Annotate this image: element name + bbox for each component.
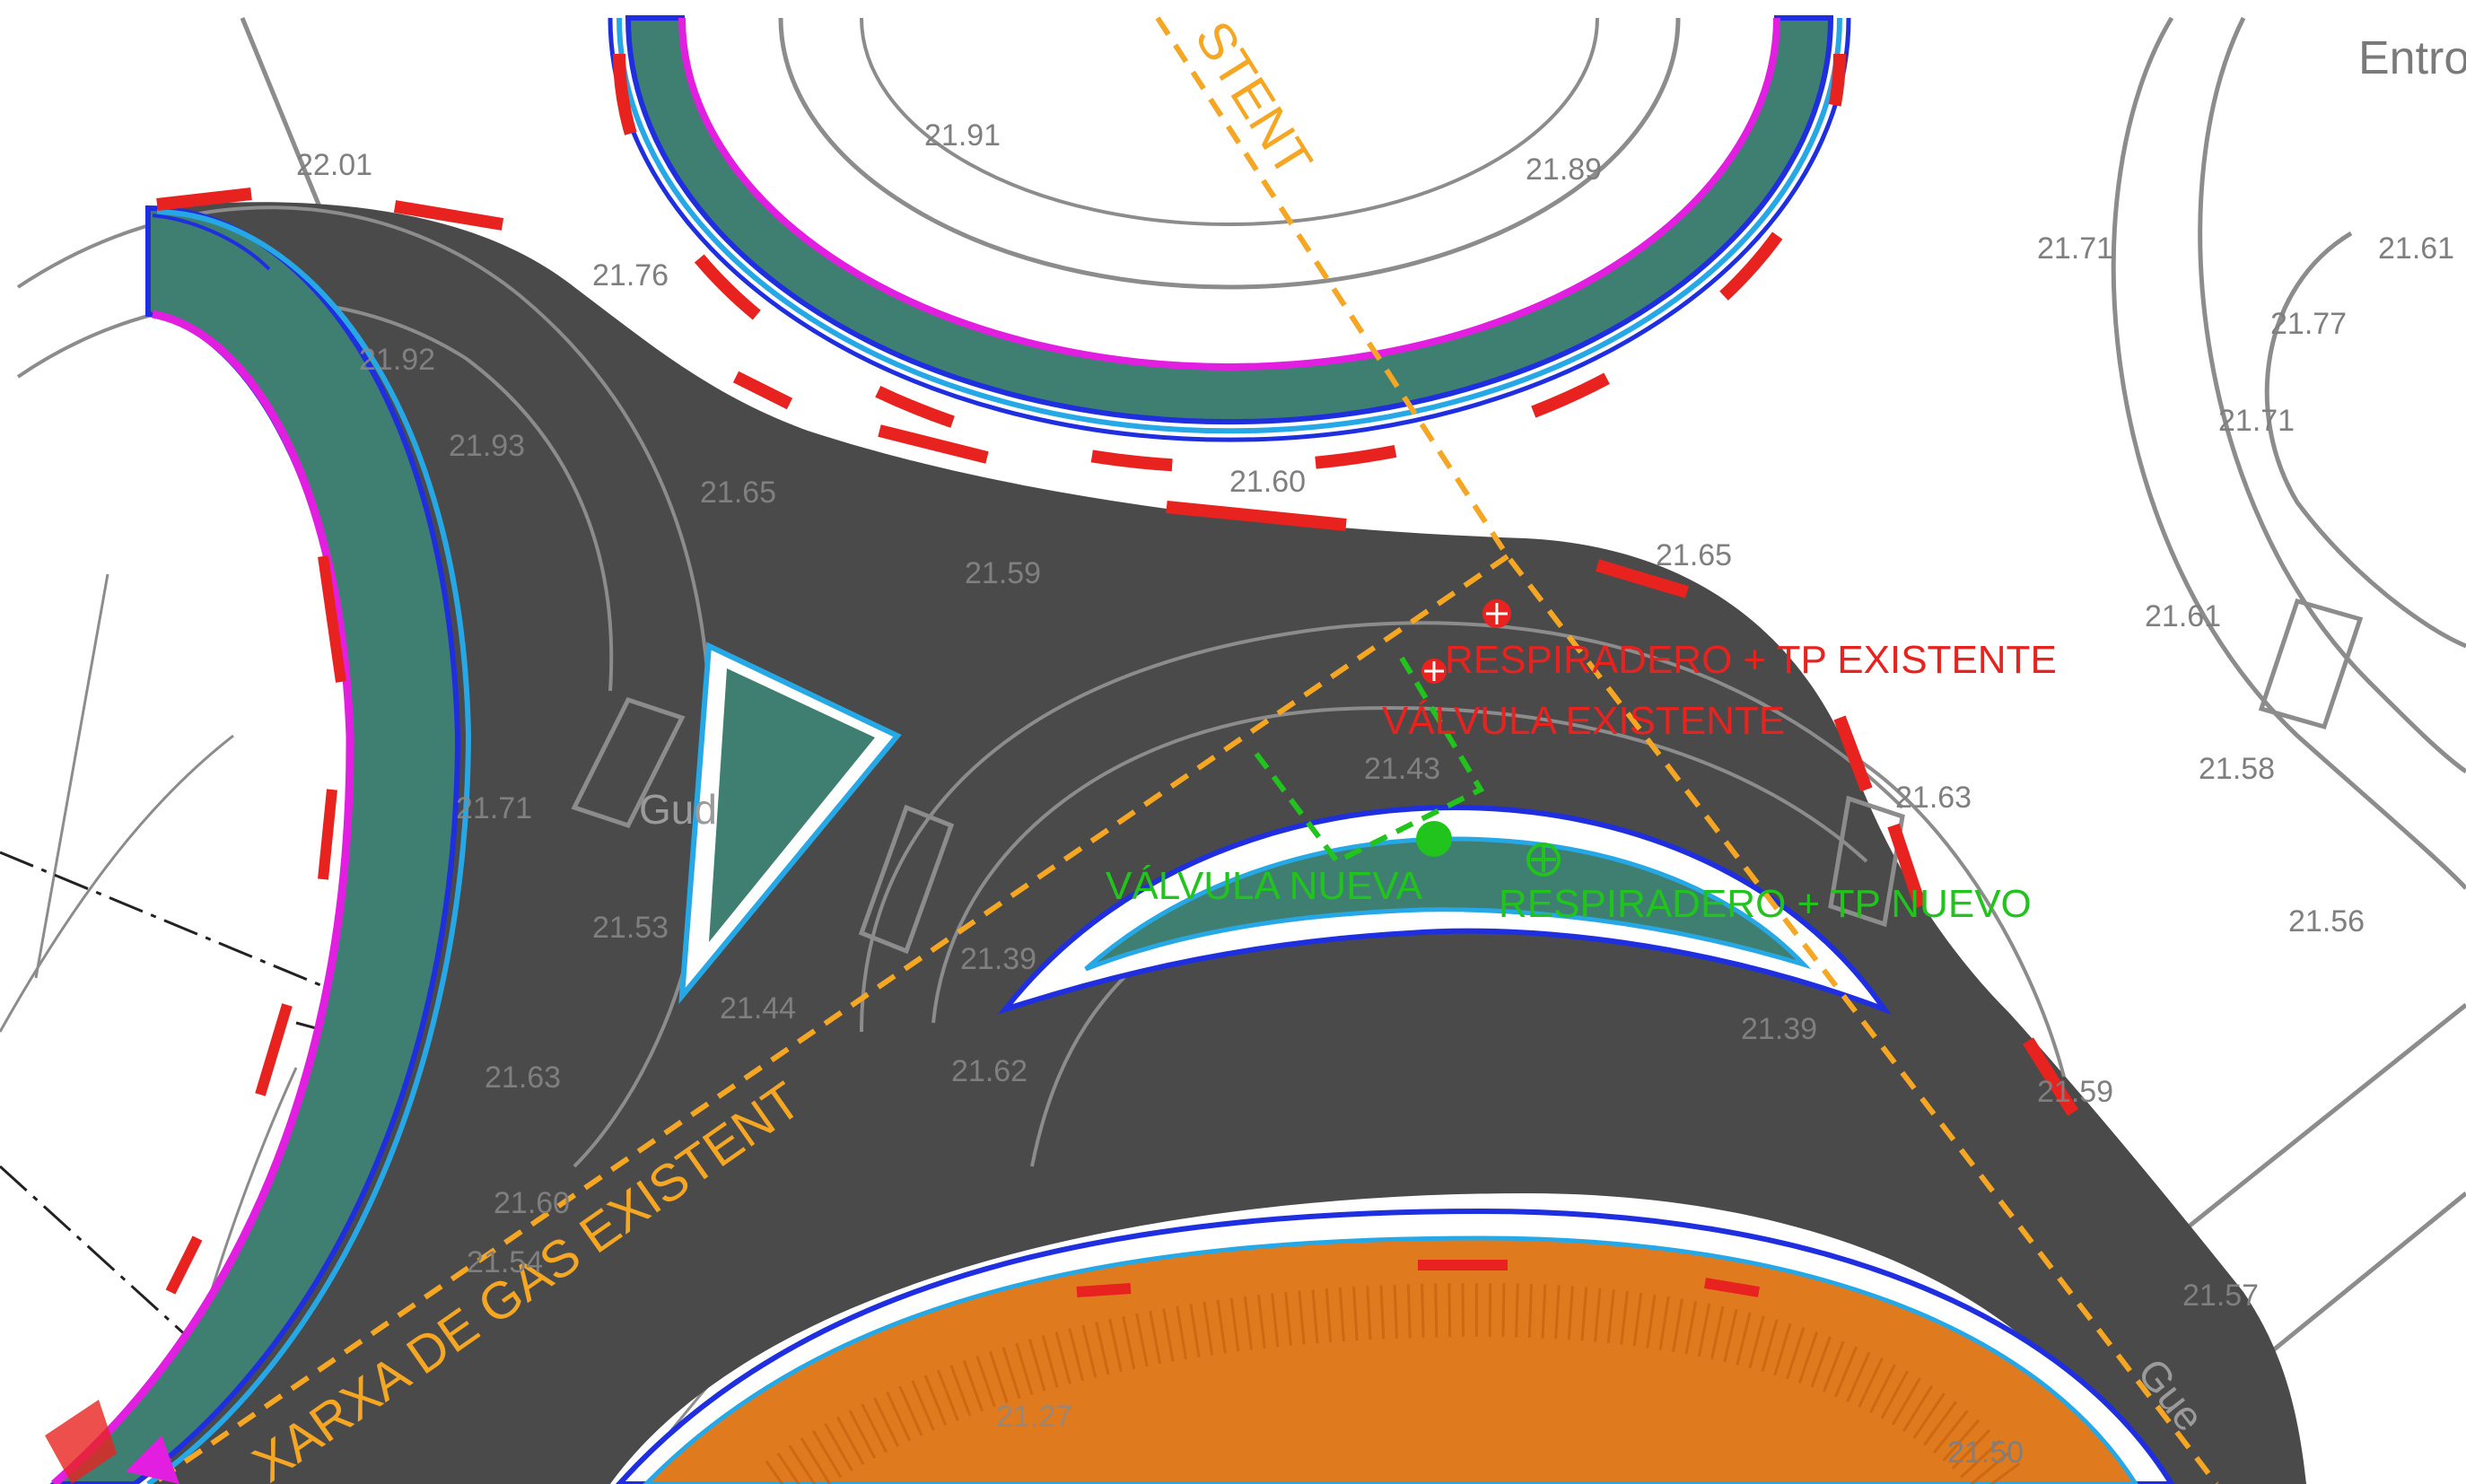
elevation-label: 21.44: [720, 991, 796, 1026]
lane-arrows: [571, 598, 2364, 955]
left-island: [49, 188, 2078, 1484]
elevation-label: 21.63: [485, 1061, 561, 1095]
elevation-label: 21.71: [456, 791, 532, 825]
elevation-label: 21.77: [2270, 307, 2347, 341]
existing-vent-marker: [1482, 599, 1511, 628]
elevation-label: 21.57: [2182, 1279, 2259, 1313]
elevation-label: 21.58: [2199, 752, 2275, 786]
elevation-label: 21.61: [2145, 599, 2221, 633]
street-label-gud: Gud: [639, 786, 717, 833]
new-valve-label: VÁLVULA NUEVA: [1106, 864, 1423, 908]
existing-valve-label: VÁLVULA EXISTENTE: [1382, 699, 1785, 743]
elevation-label: 21.39: [1741, 1012, 1817, 1046]
elevation-label: 21.60: [494, 1186, 570, 1220]
elevation-label: 22.01: [296, 148, 372, 182]
elevation-label: 21.50: [1947, 1436, 2024, 1470]
new-vent-marker: [1526, 842, 1561, 877]
road-asphalt: [148, 202, 2306, 1484]
new-gas-connection: [1254, 653, 1485, 865]
elevation-label: 21.63: [1895, 781, 1972, 815]
new-valve-marker: [1416, 821, 1452, 857]
elevation-label: 21.59: [2037, 1075, 2113, 1109]
elevation-label: 21.43: [1364, 752, 1440, 786]
gas-network-line: [151, 16, 2219, 1484]
elevation-label: 21.61: [2378, 231, 2454, 266]
elevation-label: 21.54: [467, 1245, 543, 1279]
new-vent-label: RESPIRADERO + TP NUEVO: [1499, 882, 2032, 926]
elevation-label: 21.62: [951, 1054, 1028, 1088]
elevation-label: 21.89: [1526, 153, 1602, 187]
elevation-label: 21.53: [592, 911, 669, 945]
triangle-island: [678, 642, 902, 1005]
elevation-label: 21.91: [924, 118, 1001, 153]
elevation-label: 21.65: [700, 476, 776, 510]
bottom-island: [615, 1208, 2175, 1484]
elevation-labels: 22.01 21.91 21.89 21.76 21.92 21.93 21.6…: [296, 118, 2454, 1470]
elevation-label: 21.93: [449, 429, 525, 463]
top-roundabout-island: [608, 15, 1851, 474]
bottom-left-detail: [45, 1400, 179, 1484]
existing-valve-marker: [1421, 659, 1447, 684]
elevation-label: 21.59: [965, 556, 1041, 590]
elevation-label: 21.39: [960, 942, 1036, 976]
elevation-label: 21.60: [1229, 465, 1306, 499]
street-label-entr: Entro: [2358, 32, 2466, 84]
elevation-label: 21.27: [996, 1400, 1072, 1434]
elevation-label: 21.65: [1656, 538, 1732, 572]
existing-vent-label: RESPIRADERO + TP EXISTENTE: [1445, 638, 2057, 682]
elevation-label: 21.56: [2288, 904, 2365, 938]
elevation-label: 21.71: [2037, 231, 2113, 266]
elevation-label: 21.71: [2218, 404, 2295, 438]
elevation-label: 21.76: [592, 258, 669, 292]
crescent-island: [997, 804, 1892, 1016]
elevation-label: 21.92: [359, 343, 435, 377]
